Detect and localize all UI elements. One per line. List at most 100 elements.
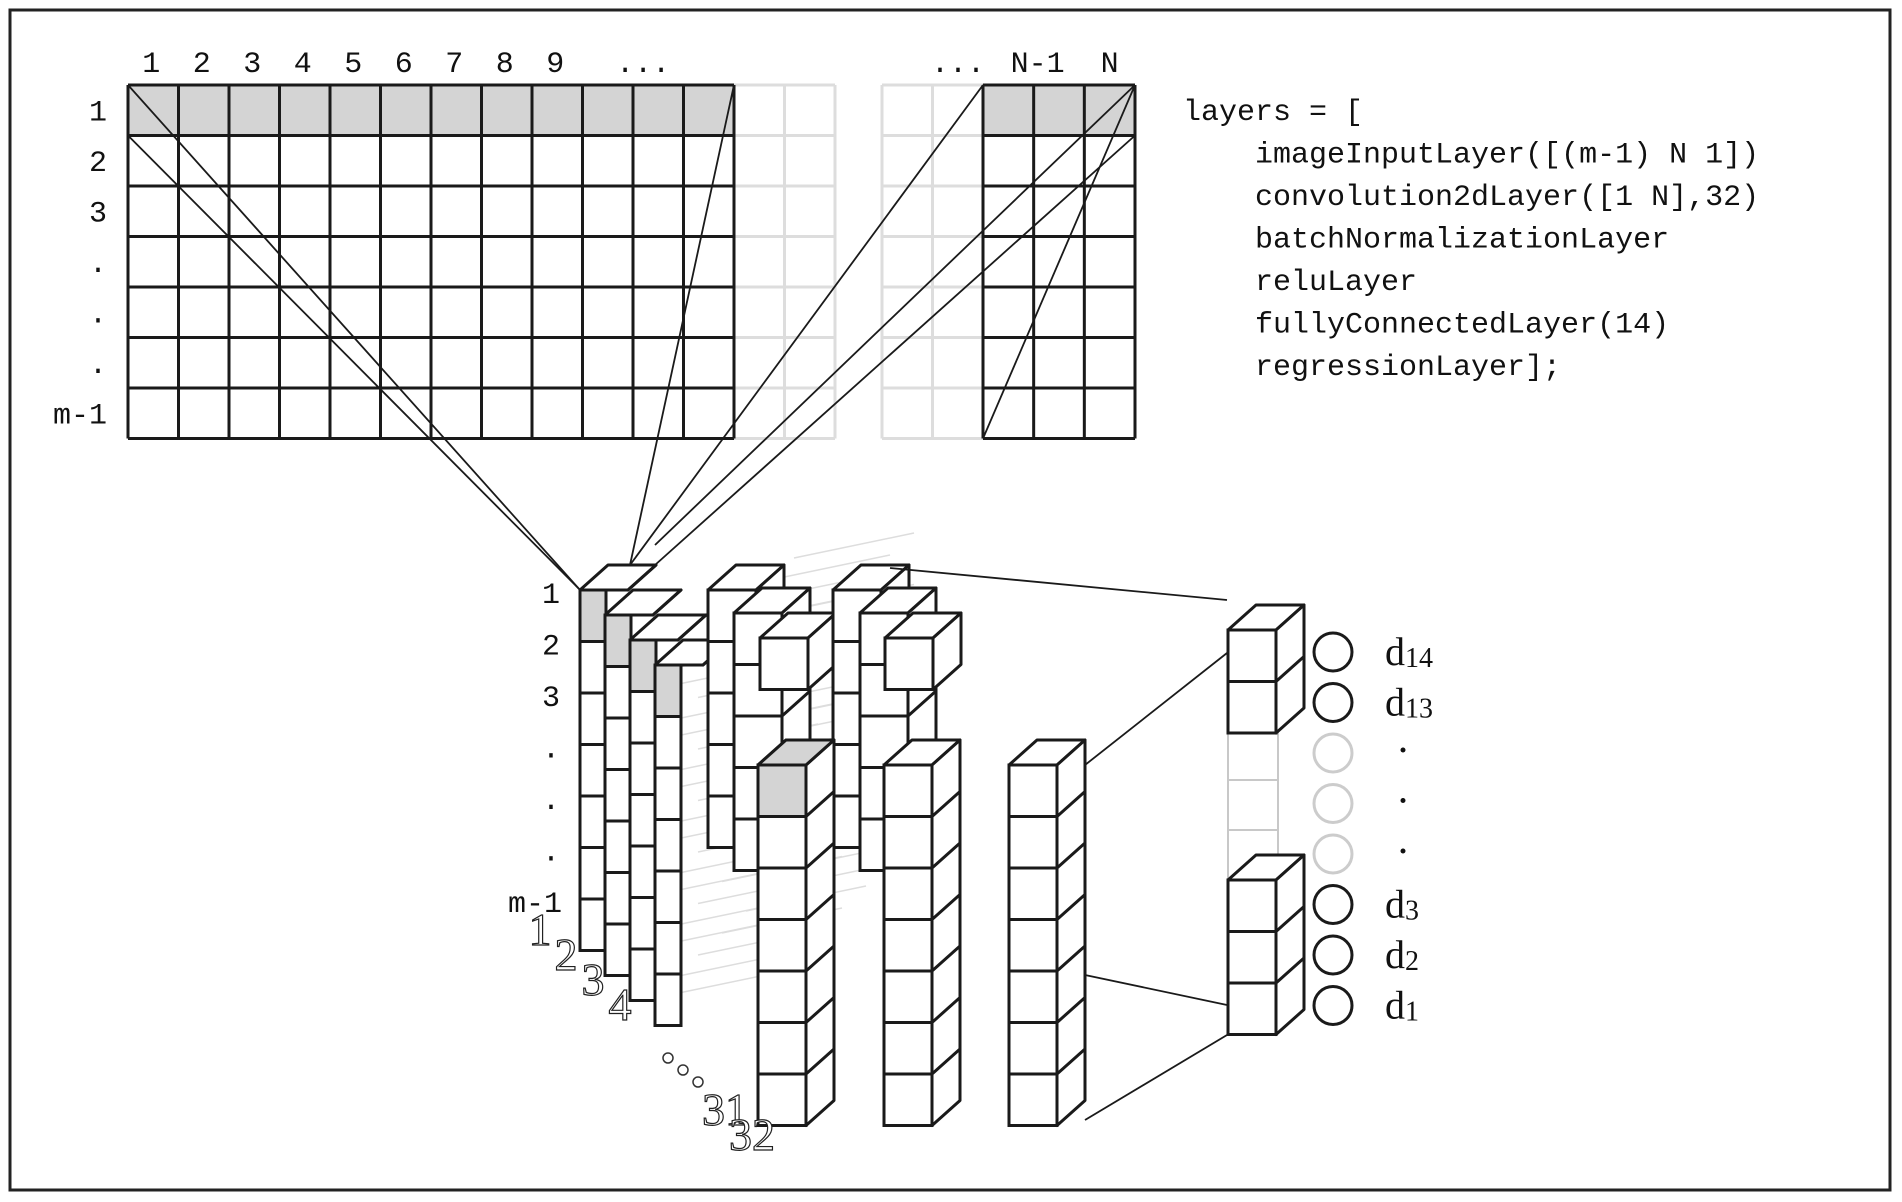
channel-cell	[578, 846, 608, 901]
channel-cell	[628, 690, 658, 745]
column-side-line	[931, 893, 961, 921]
output-ellipsis-dot	[1400, 747, 1406, 753]
stack-col-b3	[758, 611, 838, 691]
column-cell	[756, 1021, 808, 1076]
output-node	[1312, 934, 1354, 976]
column-side-line	[1056, 841, 1086, 870]
column-cell	[882, 918, 934, 973]
grid-col-label: 4	[294, 48, 312, 82]
fc-connector	[1084, 1034, 1228, 1121]
fc-connector	[1084, 974, 1228, 1006]
channel-front-2	[603, 588, 683, 617]
channel-cell	[653, 663, 683, 718]
code-line: convolution2dLayer([1 N],32)	[1183, 181, 1759, 215]
channel-cell	[628, 896, 658, 951]
column-cell	[1007, 815, 1059, 870]
connector-line	[629, 84, 735, 566]
column-side-line	[805, 893, 835, 921]
stack-row-label: 1	[542, 579, 560, 613]
column-cell	[1007, 969, 1059, 1024]
feature-channel	[578, 588, 608, 952]
code-line: imageInputLayer([(m-1) N 1])	[1183, 139, 1759, 173]
column-side-line	[1056, 1047, 1086, 1076]
column-cell	[1226, 981, 1278, 1036]
channel-wrap	[628, 613, 708, 642]
code-line: reluLayer	[1183, 266, 1417, 300]
code-line: fullyConnectedLayer(14)	[1183, 309, 1669, 343]
connector-line	[654, 84, 1136, 546]
fc-top-cells	[1226, 603, 1306, 735]
column-side-line	[931, 944, 961, 973]
channel-cell	[628, 947, 658, 1002]
channel-cell	[603, 716, 633, 771]
grid-col-label: ...	[616, 48, 670, 82]
channel-cell	[628, 638, 658, 693]
channel-cell	[578, 691, 608, 746]
channel-wrap	[603, 588, 683, 617]
fc-connector	[889, 567, 1228, 601]
channel-cell	[653, 715, 683, 770]
fc-faded-cell	[1227, 729, 1279, 781]
fc-faded-cell	[1227, 779, 1279, 831]
column-cell	[883, 636, 935, 691]
column-cell	[758, 636, 810, 691]
column-top-face-highlight	[756, 738, 836, 767]
column-side-line	[931, 790, 961, 818]
fc-bottom-cells	[1226, 853, 1306, 1036]
channel-cell	[578, 588, 608, 643]
column-cell	[756, 918, 808, 973]
code-line: batchNormalizationLayer	[1183, 224, 1669, 258]
grid-col-label: 7	[445, 48, 463, 82]
column-side-face	[930, 738, 962, 1127]
output-node	[1312, 833, 1354, 875]
fc-connector	[1084, 652, 1228, 766]
stack-channel-label: 2	[555, 929, 578, 980]
feature-channel	[653, 663, 683, 1027]
output-label: d13	[1385, 680, 1433, 725]
column-cell	[756, 763, 808, 818]
grid-row-label: 1	[89, 96, 107, 130]
column-side-line	[805, 841, 835, 870]
column-cell	[756, 815, 808, 870]
grid-col-label: 9	[546, 48, 564, 82]
column-cell	[1226, 680, 1278, 735]
column-cell	[882, 1072, 934, 1127]
stack-row-label: 3	[542, 682, 560, 716]
column-side-face	[804, 738, 836, 1127]
channel-front-3	[628, 613, 708, 642]
column-side-line	[805, 1047, 835, 1076]
column-cell	[882, 1021, 934, 1076]
column-side-line	[1275, 956, 1305, 985]
channel-cell	[653, 921, 683, 976]
column-side-line	[931, 1047, 961, 1076]
column-side-line	[1275, 905, 1305, 933]
grid-col-label: 1	[142, 48, 160, 82]
column-cell	[1226, 628, 1278, 683]
channel-cell	[578, 640, 608, 695]
connector-line	[127, 134, 606, 616]
channel-cell	[603, 665, 633, 720]
output-node	[1312, 783, 1354, 824]
channel-ellipsis-dot	[662, 1052, 674, 1064]
column-side-face	[676, 613, 708, 642]
column-side-line	[805, 790, 835, 818]
faded-depth-line	[793, 532, 915, 559]
column-side-face	[1055, 738, 1087, 1127]
output-node	[1312, 884, 1354, 925]
feature-channel	[628, 638, 658, 1002]
channel-cell	[603, 819, 633, 874]
output-label: d1	[1385, 983, 1419, 1028]
column-side-line	[805, 996, 835, 1024]
stack-row-label: .	[542, 734, 560, 768]
conv-output-col-1	[756, 738, 836, 1127]
stack-columns	[578, 563, 1087, 1127]
column-cell	[882, 815, 934, 870]
column-cell	[882, 763, 934, 818]
channel-wrap	[578, 563, 658, 592]
column-side-face	[651, 588, 683, 617]
output-node	[1312, 682, 1354, 723]
channel-cell	[628, 741, 658, 796]
